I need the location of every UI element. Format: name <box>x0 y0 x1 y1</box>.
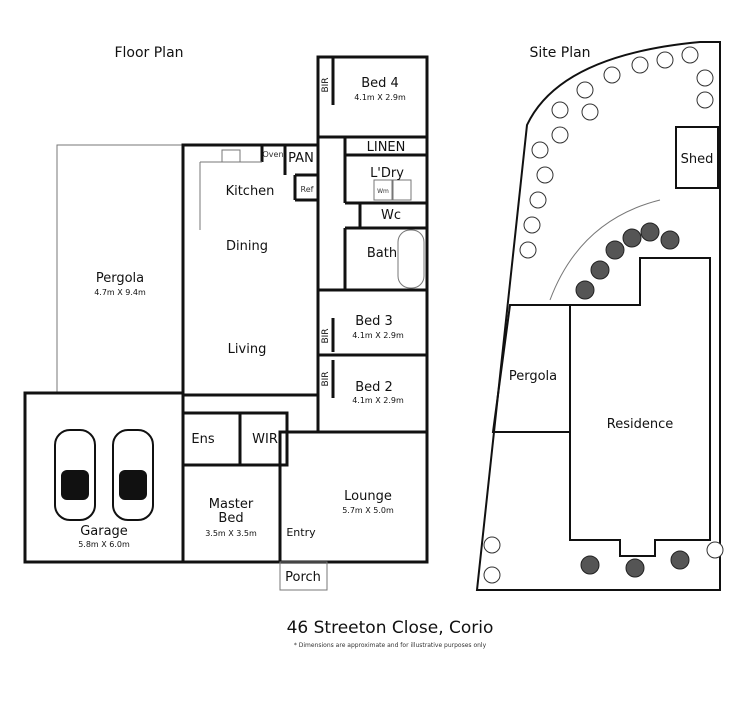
residence-label: Residence <box>607 417 673 432</box>
residence-outline <box>569 257 711 557</box>
site-pergola-label: Pergola <box>509 369 557 384</box>
tree-icon <box>631 56 649 74</box>
address-title: 46 Streeton Close, Corio <box>287 618 494 638</box>
site-plan-heading: Site Plan <box>529 45 590 61</box>
ref-label: Ref <box>301 185 314 194</box>
floor-plan: Bed 4 4.1m X 2.9m BIR LINEN L'Dry Wm Wc … <box>23 55 429 591</box>
site-plan: Shed Pergola Residence <box>475 41 724 591</box>
bed4-dim: 4.1m X 2.9m <box>354 93 406 102</box>
tree-icon <box>483 566 501 584</box>
tree-icon <box>576 81 594 99</box>
pergola-outline <box>56 144 184 394</box>
porch-label: Porch <box>285 570 321 585</box>
tree-icon <box>625 558 645 578</box>
bir-label: BIR <box>321 77 331 92</box>
tree-icon <box>660 230 680 250</box>
bed3-label: Bed 3 <box>355 314 393 329</box>
tree-icon <box>575 280 595 300</box>
bir-label: BIR <box>321 371 331 386</box>
lounge-walls <box>278 430 429 564</box>
tree-icon <box>640 222 660 242</box>
linen-label: LINEN <box>367 140 406 155</box>
tree-icon <box>696 91 714 109</box>
bir-label: BIR <box>321 328 331 343</box>
wm-label: Wm <box>377 188 389 195</box>
porch-outline <box>279 561 328 591</box>
tree-icon <box>605 240 625 260</box>
tree-icon <box>656 51 674 69</box>
tree-icon <box>706 541 724 559</box>
oven-label: Oven <box>262 150 283 159</box>
tree-icon <box>551 101 569 119</box>
tree-icon <box>681 46 699 64</box>
tree-icon <box>536 166 554 184</box>
tree-icon <box>670 550 690 570</box>
tree-icon <box>551 126 569 144</box>
master-label-2: Bed <box>218 511 243 526</box>
bed3-dim: 4.1m X 2.9m <box>352 331 404 340</box>
dining-label: Dining <box>226 239 268 254</box>
lounge-label: Lounge <box>344 489 392 504</box>
garage-label: Garage <box>80 524 128 539</box>
tree-icon <box>581 103 599 121</box>
tree-icon <box>696 69 714 87</box>
wc-label: Wc <box>381 208 401 223</box>
bed4-label: Bed 4 <box>361 76 399 91</box>
bath-label: Bath <box>367 246 397 261</box>
tree-icon <box>603 66 621 84</box>
master-label: Master <box>209 497 254 512</box>
garage-dim: 5.8m X 6.0m <box>78 540 130 549</box>
pergola-dim: 4.7m X 9.4m <box>94 288 146 297</box>
bed2-dim: 4.1m X 2.9m <box>352 396 404 405</box>
floor-plan-heading: Floor Plan <box>114 45 183 61</box>
master-dim: 3.5m X 3.5m <box>205 529 257 538</box>
tree-icon <box>519 241 537 259</box>
wir-label: WIR <box>252 432 278 447</box>
pan-label: PAN <box>288 151 314 166</box>
tree-icon <box>483 536 501 554</box>
car-icon <box>112 429 154 521</box>
kitchen-living-walls <box>181 143 320 397</box>
entry-label: Entry <box>286 526 316 539</box>
shed-outline <box>675 126 719 189</box>
pergola-label: Pergola <box>96 271 144 286</box>
bed2-label: Bed 2 <box>355 380 393 395</box>
kitchen-label: Kitchen <box>226 184 275 199</box>
laundry-label: L'Dry <box>370 166 404 181</box>
lounge-dim: 5.7m X 5.0m <box>342 506 394 515</box>
ens-label: Ens <box>191 432 214 447</box>
tree-icon <box>531 141 549 159</box>
disclaimer: * Dimensions are approximate and for ill… <box>294 642 487 649</box>
wet-area-walls <box>316 135 429 292</box>
tree-icon <box>622 228 642 248</box>
shed-label: Shed <box>681 152 714 167</box>
tree-icon <box>523 216 541 234</box>
tree-icon <box>580 555 600 575</box>
car-icon <box>54 429 96 521</box>
site-boundary <box>475 41 721 591</box>
tree-icon <box>590 260 610 280</box>
living-label: Living <box>228 342 267 357</box>
tree-icon <box>529 191 547 209</box>
